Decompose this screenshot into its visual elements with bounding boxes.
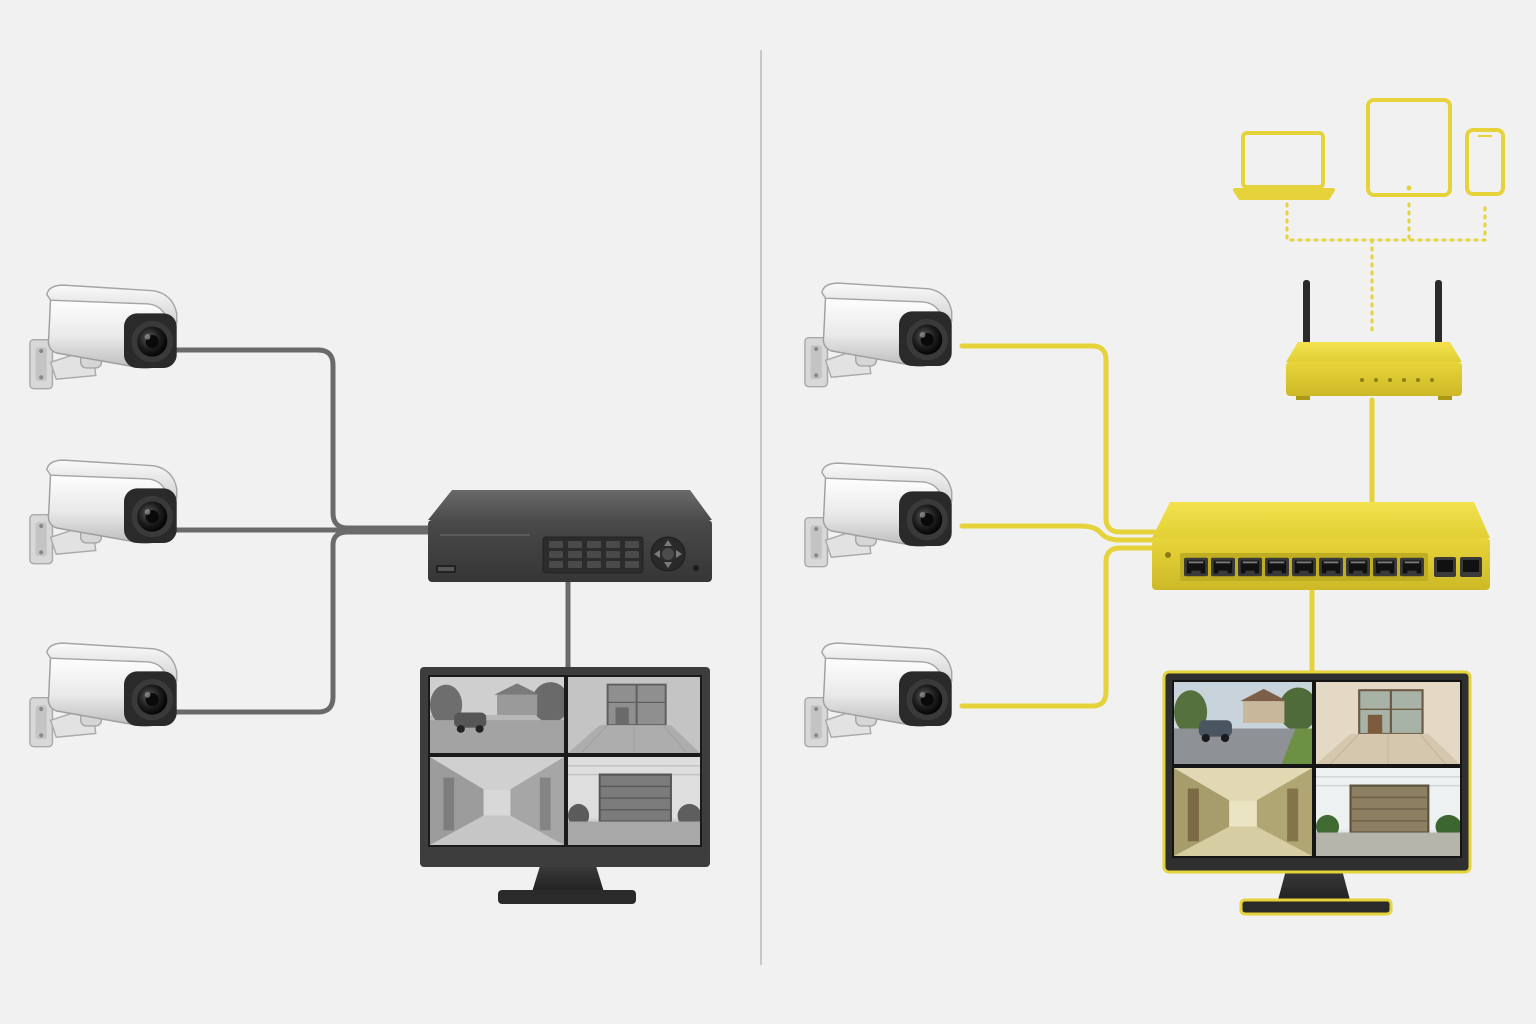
feed-driveway	[430, 677, 564, 753]
remote-devices	[1233, 98, 1505, 200]
ip-camera-2	[804, 462, 953, 568]
poe-switch-icon	[1152, 502, 1490, 590]
laptop-icon	[1233, 131, 1335, 200]
analog-camera-2	[29, 459, 178, 565]
monitor-feed-grid	[1174, 682, 1460, 856]
tablet-icon	[1366, 98, 1452, 197]
monitor-icon	[1162, 670, 1472, 916]
cable-camera-1	[169, 347, 433, 531]
feed-lobby	[1316, 682, 1460, 764]
ip-cables	[959, 343, 1375, 709]
switch-ports	[1184, 557, 1424, 577]
monitor-icon	[420, 667, 710, 904]
left-panel-analog	[29, 284, 712, 904]
feed-driveway	[1174, 682, 1312, 764]
wifi-router-icon	[1286, 280, 1462, 400]
wireless-links	[1285, 202, 1487, 334]
feed-garage	[1316, 768, 1460, 856]
feed-lobby	[568, 677, 700, 753]
ip-camera-1	[804, 282, 953, 388]
analog-cables	[169, 347, 571, 715]
ip-camera-3	[804, 642, 953, 748]
analog-camera-1	[29, 284, 178, 390]
feed-hallway	[430, 757, 564, 845]
cable-ip-camera-2	[959, 523, 1158, 543]
cable-ip-camera-3	[959, 545, 1158, 709]
cable-ip-camera-1	[959, 343, 1158, 535]
feed-hallway	[1174, 768, 1312, 856]
right-panel-ip	[804, 98, 1505, 916]
smartphone-icon	[1465, 128, 1505, 196]
feed-garage	[568, 757, 700, 845]
cable-camera-3	[169, 529, 433, 715]
dvr-recorder-icon	[428, 490, 712, 582]
analog-camera-3	[29, 642, 178, 748]
